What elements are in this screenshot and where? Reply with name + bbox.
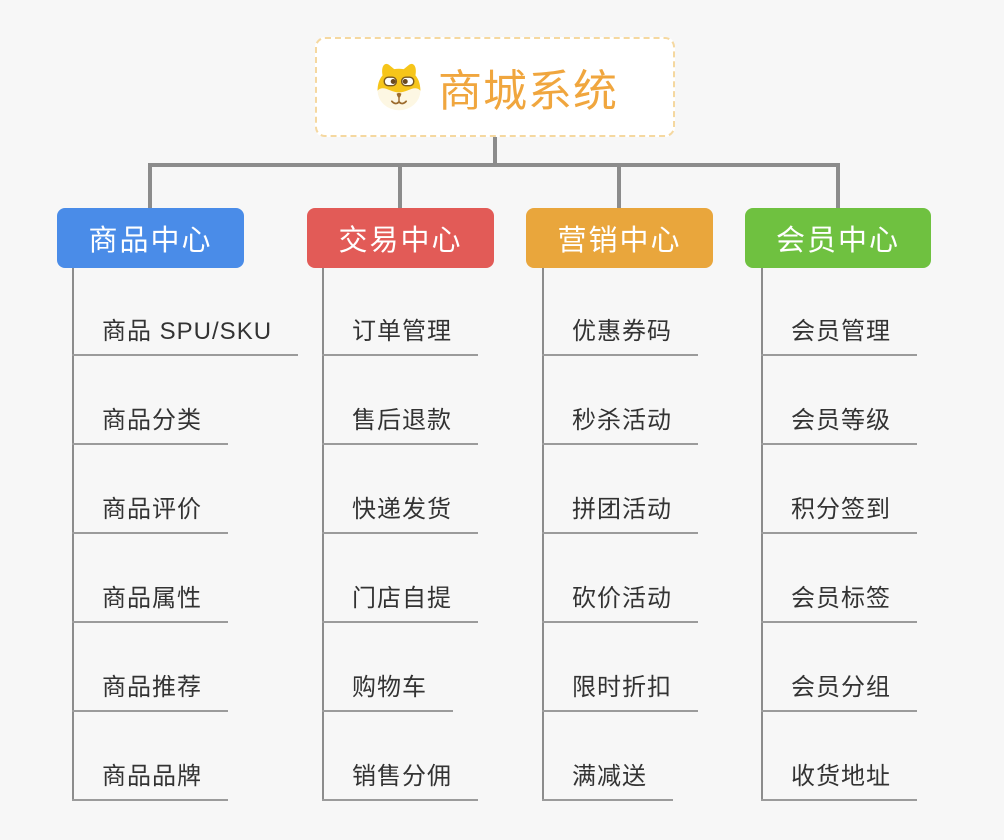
leaf-node[interactable]: 商品推荐: [72, 672, 228, 712]
branch-marketing-center[interactable]: 营销中心: [526, 208, 713, 268]
leaf-node[interactable]: 会员管理: [761, 316, 917, 356]
root-node[interactable]: 商城系统: [315, 37, 675, 137]
leaf-node[interactable]: 售后退款: [322, 405, 478, 445]
leaf-node[interactable]: 快递发货: [322, 494, 478, 534]
leaf-node[interactable]: 销售分佣: [322, 761, 478, 801]
leaf-node[interactable]: 会员标签: [761, 583, 917, 623]
root-node-title: 商城系统: [438, 67, 618, 116]
connector-horizontal: [148, 163, 840, 167]
leaf-node[interactable]: 商品评价: [72, 494, 228, 534]
connector-drop: [148, 163, 152, 210]
leaf-node[interactable]: 收货地址: [761, 761, 917, 801]
leaf-node[interactable]: 砍价活动: [542, 583, 698, 623]
leaf-node[interactable]: 秒杀活动: [542, 405, 698, 445]
leaf-node[interactable]: 商品分类: [72, 405, 228, 445]
leaf-node[interactable]: 门店自提: [322, 583, 478, 623]
connector-root-drop: [493, 135, 497, 167]
leaf-node[interactable]: 商品 SPU/SKU: [72, 316, 299, 356]
branch-member-center[interactable]: 会员中心: [745, 208, 931, 268]
leaf-node[interactable]: 满减送: [542, 761, 673, 801]
branch-product-center[interactable]: 商品中心: [57, 208, 244, 268]
leaf-node[interactable]: 限时折扣: [542, 672, 698, 712]
leaf-node[interactable]: 购物车: [322, 672, 453, 712]
branch-trade-center[interactable]: 交易中心: [307, 208, 494, 268]
leaf-node[interactable]: 商品品牌: [72, 761, 228, 801]
leaf-node[interactable]: 优惠券码: [542, 316, 698, 356]
leaf-node[interactable]: 订单管理: [322, 316, 478, 356]
leaf-node[interactable]: 积分签到: [761, 494, 917, 534]
leaf-node[interactable]: 商品属性: [72, 583, 228, 623]
connector-drop: [617, 163, 621, 210]
leaf-node[interactable]: 会员等级: [761, 405, 917, 445]
leaf-node[interactable]: 拼团活动: [542, 494, 698, 534]
connector-drop: [836, 163, 840, 210]
connector-drop: [398, 163, 402, 210]
dog-face-icon: [377, 63, 421, 111]
leaf-node[interactable]: 会员分组: [761, 672, 917, 712]
